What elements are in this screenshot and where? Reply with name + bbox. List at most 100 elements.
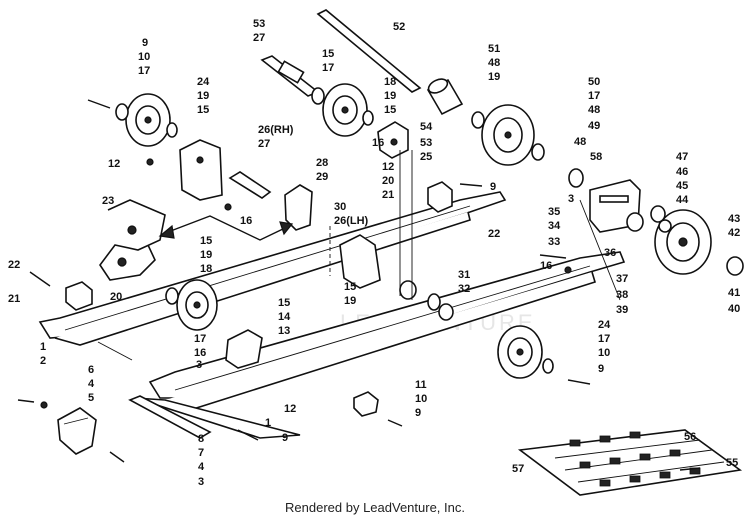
callout-c37: 37	[616, 273, 628, 285]
callout-c31: 31	[458, 269, 470, 281]
callout-c21b: 21	[8, 293, 20, 305]
block-21-left	[65, 281, 93, 311]
block-11	[353, 391, 379, 417]
callout-c15d: 15	[200, 235, 212, 247]
callout-c9b: 9	[490, 181, 496, 193]
callout-c44: 44	[676, 194, 689, 206]
track-section-inset	[517, 429, 743, 496]
callout-c48c: 48	[574, 136, 586, 148]
callout-c42: 42	[728, 227, 740, 239]
callout-c7: 7	[198, 447, 204, 459]
callout-c9c: 9	[598, 363, 604, 375]
callout-c45: 45	[676, 180, 688, 192]
callout-c18a: 18	[384, 76, 396, 88]
callout-c19a: 19	[488, 71, 500, 83]
callout-c46: 46	[676, 166, 688, 178]
callout-c53b: 53	[420, 137, 432, 149]
callout-c54: 54	[420, 121, 433, 133]
callout-c17d: 17	[194, 333, 206, 345]
callout-c20a: 20	[382, 175, 394, 187]
callout-c13: 13	[278, 325, 290, 337]
callout-c11: 11	[415, 379, 427, 391]
callout-c38: 38	[616, 289, 628, 301]
callout-c15e: 15	[344, 281, 356, 293]
callout-c47: 47	[676, 151, 688, 163]
callout-c49: 49	[588, 120, 600, 132]
callout-c10c: 10	[415, 393, 427, 405]
idler-wheel-top-left	[115, 93, 178, 147]
callout-c21a: 21	[382, 189, 394, 201]
callout-c8: 8	[198, 433, 204, 445]
callout-c5: 5	[88, 392, 94, 404]
callout-c35: 35	[548, 206, 560, 218]
callout-c36: 36	[604, 247, 616, 259]
wear-strip-8	[128, 395, 212, 439]
callout-c1b: 1	[265, 417, 271, 429]
idler-wheel-lower-right	[497, 325, 554, 379]
callout-c33: 33	[548, 236, 560, 248]
callout-c15a: 15	[322, 48, 334, 60]
arm-bracket-lh	[339, 234, 381, 289]
adjuster-parts-44-46	[626, 205, 672, 233]
axle-27-rh	[228, 171, 272, 199]
callout-c22a: 22	[488, 228, 500, 240]
callout-c48a: 48	[488, 57, 500, 69]
callout-c10a: 10	[138, 51, 150, 63]
callout-c19d: 19	[200, 249, 212, 261]
callout-c3b: 3	[196, 359, 202, 371]
callout-c22b: 22	[8, 259, 20, 271]
callout-c55: 55	[726, 457, 738, 469]
double-arrow	[158, 215, 294, 241]
callout-c24b: 24	[598, 319, 611, 331]
callout-c17e: 17	[598, 333, 610, 345]
leader-lines	[97, 150, 621, 361]
callout-c16d: 16	[194, 347, 206, 359]
callout-c32: 32	[458, 283, 470, 295]
callout-c16a: 16	[372, 137, 384, 149]
callout-c9d: 9	[415, 407, 421, 419]
callout-c58: 58	[590, 151, 602, 163]
callout-c27b: 27	[258, 138, 270, 150]
callout-c16b: 16	[240, 215, 252, 227]
arm-bracket-rh	[179, 139, 223, 201]
shaft-53-27	[260, 55, 320, 97]
callout-c17b: 17	[322, 62, 334, 74]
callout-c39: 39	[616, 304, 628, 316]
callout-c56: 56	[684, 431, 696, 443]
credit-text: Rendered by LeadVenture, Inc.	[285, 500, 465, 515]
callout-c48b: 48	[588, 104, 600, 116]
callout-c12b: 12	[382, 161, 394, 173]
callout-c3c: 3	[198, 476, 204, 488]
callout-c26lh: 26(LH)	[334, 215, 369, 227]
callout-c23: 23	[102, 195, 114, 207]
callout-c15b: 15	[197, 104, 209, 116]
callout-c51: 51	[488, 43, 500, 55]
callout-c9a: 9	[142, 37, 148, 49]
callout-c52: 52	[393, 21, 405, 33]
callout-c19c: 19	[384, 90, 396, 102]
callout-c17a: 17	[138, 65, 150, 77]
spacer-51	[426, 78, 464, 116]
callout-c41: 41	[728, 287, 740, 299]
callout-c1a: 1	[40, 341, 46, 353]
long-shaft-52	[316, 9, 422, 93]
callout-labels: 9101753271517525148192419151819155017484…	[8, 18, 740, 488]
callout-c57: 57	[512, 463, 524, 475]
callout-c3a: 3	[568, 193, 574, 205]
callout-c15c: 15	[384, 104, 396, 116]
callout-c14: 14	[278, 311, 291, 323]
callout-c6: 6	[88, 364, 94, 376]
callout-c10b: 10	[598, 347, 610, 359]
callout-c19b: 19	[197, 90, 209, 102]
callout-c50: 50	[588, 76, 600, 88]
callout-c17c: 17	[588, 90, 600, 102]
callout-c30: 30	[334, 201, 346, 213]
callout-c2: 2	[40, 355, 46, 367]
bolts-and-fasteners	[17, 99, 591, 463]
callout-c18b: 18	[200, 263, 212, 275]
callout-c12a: 12	[108, 158, 120, 170]
callout-c27a: 27	[253, 32, 265, 44]
callout-c24a: 24	[197, 76, 210, 88]
callout-c29: 29	[316, 171, 328, 183]
